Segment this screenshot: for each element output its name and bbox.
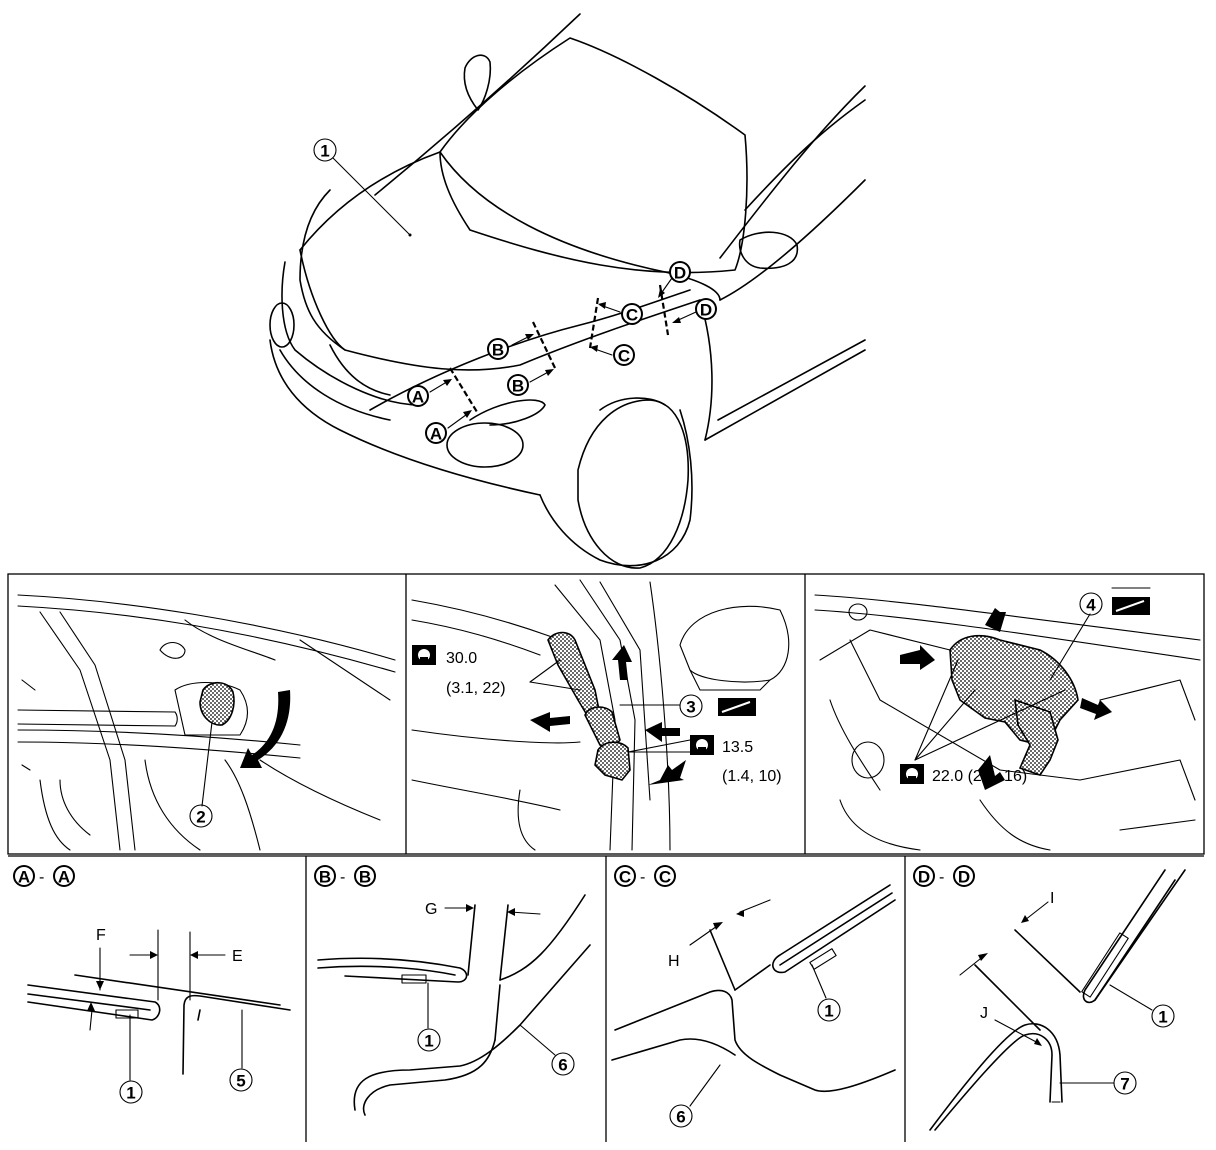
svg-text:A: A bbox=[430, 425, 442, 444]
svg-text:C: C bbox=[659, 868, 671, 887]
marker-c-upper: C bbox=[621, 303, 643, 325]
marker-b-lower: B bbox=[507, 374, 529, 396]
grease-icon-lock bbox=[1111, 587, 1151, 615]
svg-text:B: B bbox=[512, 377, 524, 396]
marker-a-lower: A bbox=[425, 422, 447, 444]
callout-1-cc: 1 bbox=[824, 1002, 833, 1021]
callout-6-bb: 6 bbox=[558, 1056, 567, 1075]
torque-wrench-icon-lower bbox=[690, 735, 714, 755]
svg-text:C: C bbox=[618, 347, 630, 366]
marker-d-upper: D bbox=[669, 261, 691, 283]
callout-3: 3 bbox=[686, 698, 695, 717]
svg-text:-: - bbox=[340, 869, 345, 886]
callout-1-aa: 1 bbox=[126, 1084, 135, 1103]
section-a-a-title: A - A bbox=[13, 865, 75, 887]
callout-7: 7 bbox=[1120, 1075, 1129, 1094]
grease-icon-hinge bbox=[718, 698, 756, 716]
torque-lock: 22.0 (2.2, 16) bbox=[932, 768, 1027, 785]
marker-b-upper: B bbox=[487, 338, 509, 360]
panel-hood-hinge: 30.0 (3.1, 22) 3 13.5 (1.4, 10) bbox=[411, 579, 790, 851]
svg-text:-: - bbox=[640, 869, 645, 886]
section-b-b-title: B - B bbox=[314, 865, 376, 887]
section-d-d-title: D - D bbox=[913, 865, 975, 887]
callout-1-overview: 1 bbox=[313, 138, 337, 162]
torque-wrench-icon-upper bbox=[412, 645, 436, 665]
svg-text:1: 1 bbox=[320, 142, 329, 161]
callout-1-bb: 1 bbox=[424, 1032, 433, 1051]
torque-lower-units: (1.4, 10) bbox=[722, 768, 782, 785]
dimension-h: H bbox=[668, 953, 680, 970]
svg-text:D: D bbox=[918, 868, 930, 887]
svg-text:A: A bbox=[18, 868, 30, 887]
dimension-i: I bbox=[1050, 890, 1054, 907]
panel-hood-bumper: 2 bbox=[17, 594, 396, 851]
svg-text:D: D bbox=[958, 868, 970, 887]
svg-text:B: B bbox=[359, 868, 371, 887]
section-c-c: C - C H 1 6 bbox=[611, 865, 896, 1128]
dimension-j: J bbox=[980, 1005, 988, 1022]
marker-d-lower: D bbox=[695, 298, 717, 320]
torque-upper-units: (3.1, 22) bbox=[446, 680, 506, 697]
svg-text:A: A bbox=[412, 388, 424, 407]
torque-wrench-icon-lock bbox=[900, 764, 924, 784]
section-a-a: A - A E F 1 5 bbox=[13, 865, 291, 1104]
callout-4: 4 bbox=[1086, 596, 1096, 615]
svg-text:D: D bbox=[674, 264, 686, 283]
svg-text:-: - bbox=[939, 869, 944, 886]
callout-5: 5 bbox=[236, 1072, 245, 1091]
section-c-c-title: C - C bbox=[614, 865, 676, 887]
dimension-f: F bbox=[96, 927, 106, 944]
section-d-d: D - D I J 1 7 bbox=[913, 865, 1186, 1131]
vehicle-overview bbox=[269, 13, 866, 569]
marker-c-lower: C bbox=[613, 344, 635, 366]
torque-upper-value: 30.0 bbox=[446, 650, 477, 667]
callout-6-cc: 6 bbox=[676, 1108, 685, 1127]
dimension-e: E bbox=[232, 948, 243, 965]
section-b-b: B - B G 1 6 bbox=[314, 865, 591, 1116]
svg-text:A: A bbox=[58, 868, 70, 887]
dimension-g: G bbox=[425, 901, 437, 918]
marker-a-upper: A bbox=[407, 385, 429, 407]
svg-text:C: C bbox=[626, 306, 638, 325]
panel-hood-lock: 4 22.0 (2.2, 16) bbox=[814, 587, 1201, 851]
middle-row-frame bbox=[7, 573, 1205, 855]
torque-lower-value: 13.5 bbox=[722, 739, 753, 756]
callout-1-dd: 1 bbox=[1158, 1008, 1167, 1027]
svg-text:C: C bbox=[619, 868, 631, 887]
callout-2: 2 bbox=[196, 808, 205, 827]
svg-text:B: B bbox=[492, 341, 504, 360]
svg-text:-: - bbox=[39, 869, 44, 886]
svg-text:B: B bbox=[319, 868, 331, 887]
svg-text:D: D bbox=[700, 301, 712, 320]
